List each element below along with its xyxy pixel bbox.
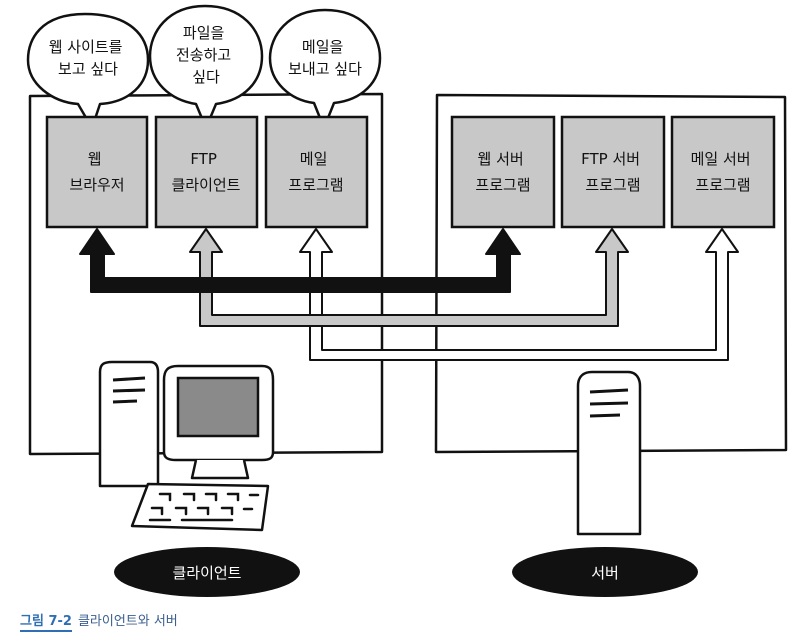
client-program-mail: 메일 프로그램 xyxy=(264,115,369,229)
svg-text:파일을 전송하고 싶다: 파일을 전송하고 싶다 xyxy=(176,24,236,86)
svg-text:웹 서버 프로그램: 웹 서버 프로그램 xyxy=(475,150,530,194)
server-program-mail: 메일 서버 프로그램 xyxy=(670,115,776,229)
svg-text:서버: 서버 xyxy=(591,564,619,582)
speech-bubble-web: 웹 사이트를 보고 싶다 xyxy=(26,12,150,130)
web-connection-arrow xyxy=(79,228,521,293)
server-label: 서버 xyxy=(512,547,698,597)
figure-caption: 그림 7-2 클라이언트와 서버 xyxy=(20,610,178,632)
ftp-connection-arrow xyxy=(189,228,629,327)
bubble-mail-line-1: 메일을 xyxy=(302,38,343,56)
server-tower-icon xyxy=(576,370,642,536)
speech-bubble-ftp: 파일을 전송하고 싶다 xyxy=(148,4,264,130)
client-program-ftp-client: FTP 클라이언트 xyxy=(154,115,259,229)
svg-text:클라이언트: 클라이언트 xyxy=(172,564,241,582)
bubble-ftp-line-2: 전송하고 xyxy=(176,46,231,64)
bubble-web-line-2: 보고 싶다 xyxy=(58,60,118,78)
svg-text:FTP 클라이언트: FTP 클라이언트 xyxy=(171,150,240,194)
bubble-ftp-line-3: 싶다 xyxy=(192,68,220,86)
svg-text:FTP 서버 프로그램: FTP 서버 프로그램 xyxy=(581,150,645,194)
server-program-web: 웹 서버 프로그램 xyxy=(450,115,556,229)
svg-text:메일 서버 프로그램: 메일 서버 프로그램 xyxy=(691,150,756,194)
figure-caption-text: 클라이언트와 서버 xyxy=(77,614,178,629)
svg-text:웹 사이트를 보고 싶다: 웹 사이트를 보고 싶다 xyxy=(49,38,128,78)
svg-text:웹 브라우저: 웹 브라우저 xyxy=(69,150,124,194)
server-program-ftp: FTP 서버 프로그램 xyxy=(560,115,666,229)
client-label: 클라이언트 xyxy=(114,547,300,597)
svg-text:메일 프로그램: 메일 프로그램 xyxy=(288,150,343,194)
mail-connection-arrow xyxy=(299,228,739,361)
figure-number: 그림 7-2 xyxy=(20,614,72,632)
client-program-web-browser: 웹 브라우저 xyxy=(45,115,149,229)
svg-text:메일을 보내고 싶다: 메일을 보내고 싶다 xyxy=(288,38,362,78)
bubble-mail-line-2: 보내고 싶다 xyxy=(288,60,362,78)
bubble-ftp-line-1: 파일을 xyxy=(183,24,224,42)
client-computer-icon xyxy=(98,360,275,532)
bubble-web-line-1: 웹 사이트를 xyxy=(49,38,123,56)
